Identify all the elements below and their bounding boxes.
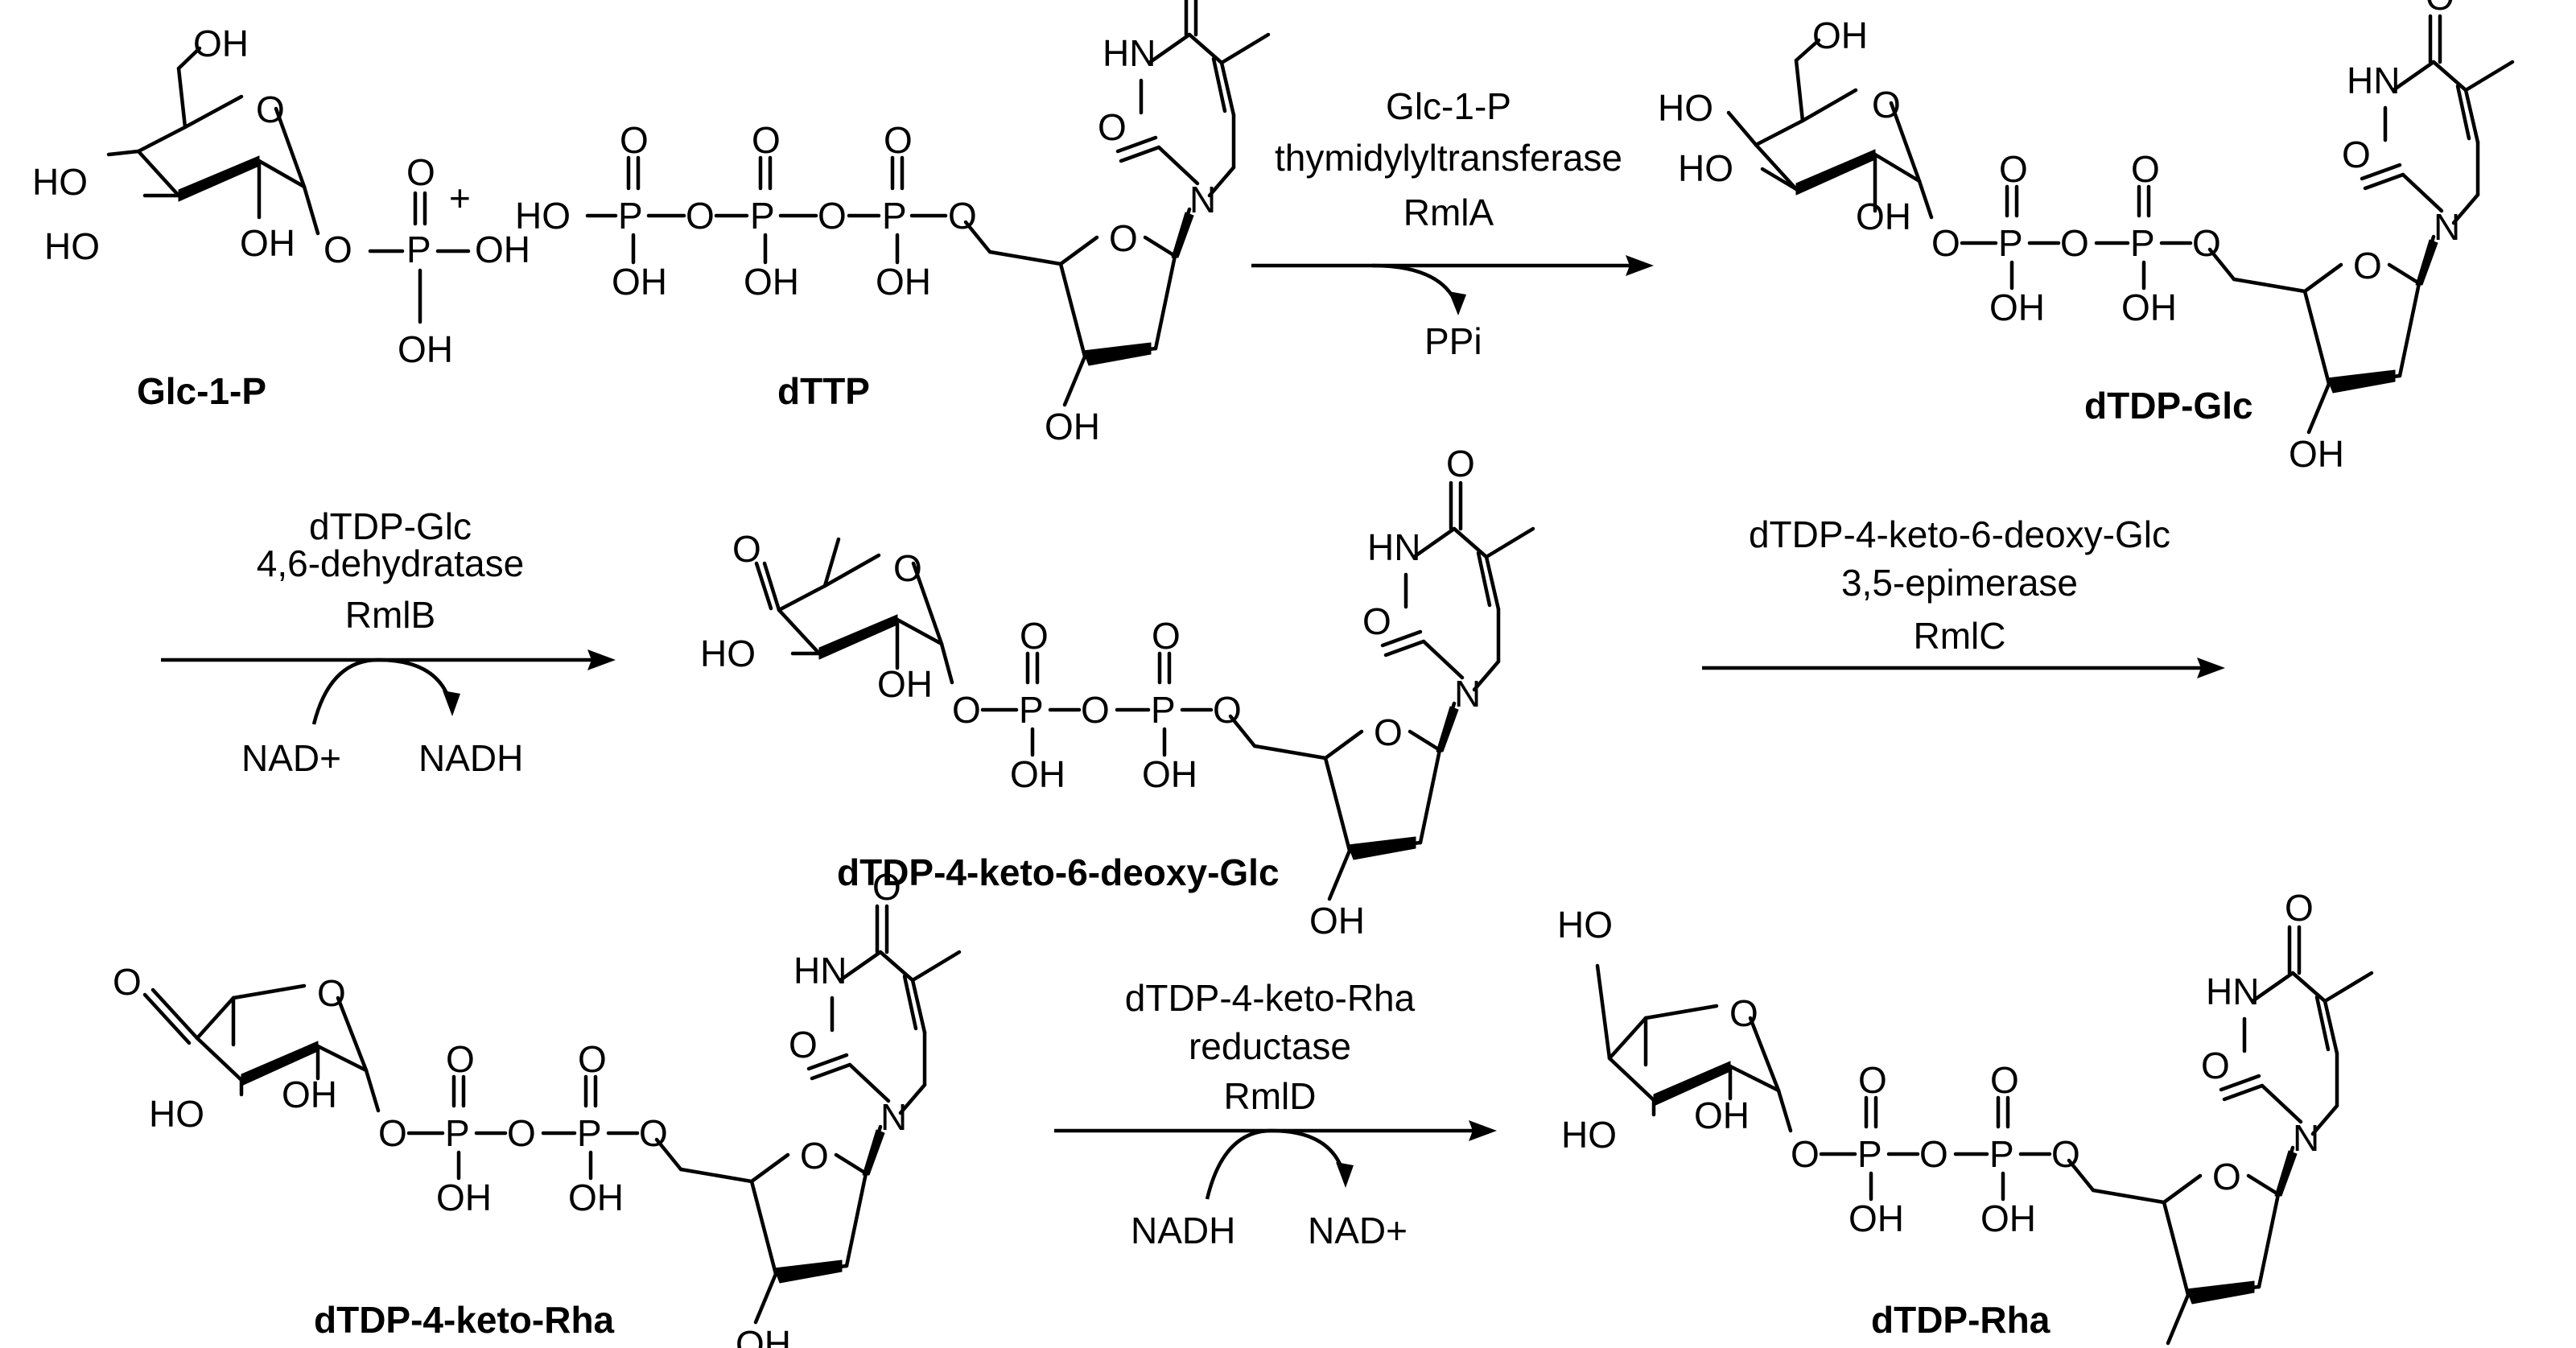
hydroxyl-c4: HO [32, 161, 88, 203]
enzyme-label-line2: thymidylyltransferase [1275, 137, 1622, 179]
terminal-hydroxyl: HO [515, 195, 571, 237]
hydroxyl-c4: HO [1557, 904, 1613, 946]
pyranose-oxygen: O [256, 89, 285, 130]
anomeric-oxygen: O [324, 229, 352, 270]
reaction-arrow-rmlc [1702, 658, 2225, 678]
compound-label-dttp: dTTP [777, 370, 870, 412]
phosphorus-gamma: P [618, 195, 643, 237]
reaction-arrow-rmlb [161, 649, 616, 725]
hydroxyl-c4: HO [1658, 87, 1713, 129]
compound-label-dtdp-glc: dTDP-Glc [2084, 385, 2253, 427]
hydroxyl-c6: OH [193, 23, 249, 64]
enzyme-label-rmlb: RmlB [345, 594, 435, 636]
enzyme-label-line2: reductase [1189, 1025, 1351, 1067]
plus-sign: + [449, 177, 471, 219]
keto-oxygen: O [113, 961, 142, 1003]
phosphate-hydroxyl: OH [876, 261, 931, 303]
pyranose-oxygen: O [893, 547, 922, 589]
enzyme-label-line2: 3,5-epimerase [1841, 562, 2078, 604]
phosphorus-alpha: P [882, 195, 907, 237]
reaction-arrow-rmla [1251, 255, 1654, 315]
compound-label-glc-1-p: Glc-1-P [137, 370, 266, 412]
cofactor-nadh: NADH [418, 737, 523, 779]
glc-1-p-structure: O OH HO HO OH O P O OH OH [32, 23, 530, 370]
hydroxyl-c6: OH [1812, 14, 1868, 56]
hydroxyl-c2: OH [240, 222, 295, 264]
phosphate-hydroxyl: OH [475, 229, 530, 270]
phosphoryl-oxygen: O [884, 119, 913, 161]
enzyme-label-rmla: RmlA [1403, 192, 1494, 233]
compound-label-dtdp-rha: dTDP-Rha [1871, 1299, 2050, 1341]
dtdp-rha-structure: O HO HO OH [1557, 887, 2372, 1348]
bridging-oxygen: O [818, 195, 847, 237]
enzyme-label-line2: 4,6-dehydratase [257, 542, 524, 584]
enzyme-label-line1: Glc-1-P [1386, 85, 1511, 127]
cofactor-nadh: NADH [1131, 1210, 1235, 1251]
hydroxyl-c2: HO [149, 1093, 204, 1135]
phosphorus: P [406, 229, 431, 270]
phosphoryl-oxygen: O [620, 119, 649, 161]
enzyme-label-line1: dTDP-4-keto-6-deoxy-Glc [1749, 513, 2170, 555]
hydroxyl-c2: HO [1561, 1114, 1617, 1156]
phosphorus-beta: P [750, 195, 775, 237]
hydroxyl-c3: HO [44, 225, 100, 267]
enzyme-label-line1: dTDP-4-keto-Rha [1125, 977, 1416, 1019]
dtdp-4-keto-rha-structure: O O HO OH [113, 866, 959, 1348]
enzyme-label-rmlc: RmlC [1914, 615, 2006, 657]
hydroxyl-c3: HO [1678, 147, 1733, 189]
compound-label-dtdp-4-keto-6-deoxy-glc: dTDP-4-keto-6-deoxy-Glc [837, 851, 1280, 893]
bridging-oxygen: O [686, 195, 715, 237]
phosphate-hydroxyl: OH [612, 261, 667, 303]
byproduct-ppi: PPi [1424, 320, 1482, 362]
enzyme-label-rmld: RmlD [1224, 1075, 1317, 1117]
hydroxyl-c3: OH [282, 1074, 337, 1115]
cofactor-nad-plus: NAD+ [241, 737, 341, 779]
phosphate-hydroxyl: OH [398, 328, 453, 370]
phosphoryl-oxygen: O [406, 151, 435, 193]
keto-oxygen: O [732, 528, 761, 570]
hydroxyl-c2: OH [1856, 196, 1911, 237]
compound-label-dtdp-4-keto-rha: dTDP-4-keto-Rha [314, 1299, 615, 1341]
dttp-structure: HO P O P O P O O O O OH OH OH [515, 0, 1268, 447]
pyranose-oxygen: O [317, 972, 346, 1014]
pyranose-oxygen: O [1872, 84, 1901, 126]
cofactor-nad-plus: NAD+ [1308, 1210, 1408, 1251]
phosphoryl-oxygen: O [752, 119, 781, 161]
dtdp-glc-structure: O OH HO HO OH [1658, 0, 2512, 475]
hydroxyl-c3: OH [1694, 1094, 1750, 1136]
hydroxyl-c3: HO [700, 633, 756, 674]
reaction-arrow-rmld [1054, 1120, 1497, 1200]
dtdp-4-keto-6-deoxy-glc-structure: O O HO OH [700, 443, 1533, 942]
hydroxyl-c2: OH [877, 663, 933, 705]
pyranose-oxygen: O [1729, 992, 1758, 1034]
phosphate-hydroxyl: OH [744, 261, 799, 303]
enzyme-label-line1: dTDP-Glc [309, 505, 472, 547]
